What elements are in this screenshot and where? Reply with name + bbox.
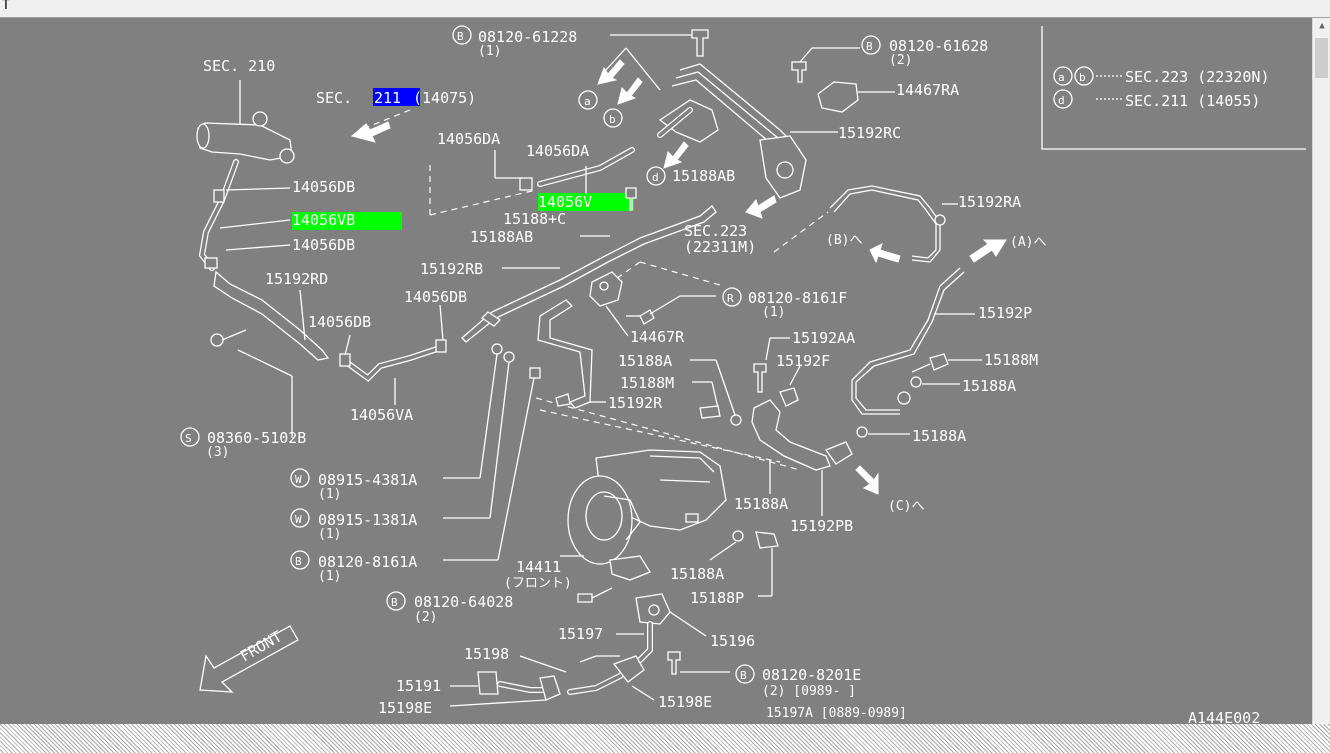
label-14056DB-a: 14056DB xyxy=(292,178,355,196)
marker-b: b xyxy=(609,113,616,126)
label-14467RA: 14467RA xyxy=(896,81,959,99)
label-14056DB-d: 14056DB xyxy=(404,288,467,306)
label-15192F: 15192F xyxy=(776,352,830,370)
label-15188AB-b: 15188AB xyxy=(672,167,735,185)
marker-B-2: B xyxy=(866,40,873,53)
marker-A-to: (A)へ xyxy=(1010,235,1046,250)
marker-d: d xyxy=(652,171,659,184)
label-sec211-highlight[interactable]: 211 xyxy=(374,89,401,107)
qty-08120-8161A: (1) xyxy=(318,569,341,584)
marker-W-2: W xyxy=(295,513,302,526)
label-15192RB: 15192RB xyxy=(420,260,483,278)
label-14056DA-a: 14056DA xyxy=(437,130,500,148)
label-08120-61228: 08120-61228 xyxy=(478,28,577,46)
label-08915-4381A: 08915-4381A xyxy=(318,471,417,489)
label-15192PB: 15192PB xyxy=(790,517,853,535)
label-08120-64028: 08120-64028 xyxy=(414,593,513,611)
marker-W-1: W xyxy=(295,473,302,486)
label-14056DB-c: 14056DB xyxy=(308,313,371,331)
marker-B-4: B xyxy=(391,596,398,609)
label-14056VB[interactable]: 14056VB xyxy=(292,211,355,229)
label-15197A: 15197A [0889-0989] xyxy=(766,706,907,721)
marker-B-5: B xyxy=(740,669,747,682)
label-15197: 15197 xyxy=(558,625,603,643)
label-15192AA: 15192AA xyxy=(792,329,855,347)
label-sec223-code: (22311M) xyxy=(684,238,756,256)
legend-box: a b SEC.223 (22320N) d SEC.211 (14055) xyxy=(1041,26,1306,150)
label-15188A-b: 15188A xyxy=(912,427,966,445)
parts-diagram-canvas: a b SEC.223 (22320N) d SEC.211 (14055) SE… xyxy=(0,18,1312,724)
front-arrow-icon xyxy=(199,625,299,693)
label-sec210: SEC. 210 xyxy=(203,57,275,75)
label-08120-61628: 08120-61628 xyxy=(889,37,988,55)
label-15188A-c: 15188A xyxy=(618,352,672,370)
highlight-14056VB[interactable] xyxy=(292,212,402,230)
label-15188M-a: 15188M xyxy=(984,351,1038,369)
label-15198: 15198 xyxy=(464,645,509,663)
label-14056VA: 14056VA xyxy=(350,406,413,424)
bottom-dither-strip xyxy=(0,724,1330,753)
label-08120-8161A: 08120-8161A xyxy=(318,553,417,571)
scroll-thumb[interactable] xyxy=(1315,38,1328,78)
label-15192RA: 15192RA xyxy=(958,193,1021,211)
label-15188A-a: 15188A xyxy=(962,377,1016,395)
label-sec223: SEC.223 xyxy=(684,222,747,240)
marker-a: a xyxy=(584,95,591,108)
legend-entry-2: SEC.211 (14055) xyxy=(1125,92,1260,110)
highlight-14056V[interactable] xyxy=(538,193,634,211)
figure-code: A144E002 xyxy=(1188,709,1260,724)
qty-08120-61628: (2) xyxy=(889,53,912,68)
label-15188A-d: 15188A xyxy=(734,495,788,513)
marker-S: S xyxy=(185,432,192,445)
window-top-bar: T xyxy=(0,0,1330,18)
label-14056DA-b: 14056DA xyxy=(526,142,589,160)
marker-C-to: (C)へ xyxy=(888,499,924,514)
qty-08120-61228: (1) xyxy=(478,44,501,59)
label-08120-8161F: 08120-8161F xyxy=(748,289,847,307)
label-15198E-b: 15198E xyxy=(658,693,712,711)
label-15188AB-a: 15188AB xyxy=(470,228,533,246)
label-08915-1381A: 08915-1381A xyxy=(318,511,417,529)
label-15188P: 15188P xyxy=(690,589,744,607)
label-sec211-suffix: (14075) xyxy=(413,89,476,107)
label-14411-sub: (フロント) xyxy=(504,576,572,591)
vertical-scrollbar[interactable]: ▲ xyxy=(1312,18,1330,724)
label-08360-5102B: 08360-5102B xyxy=(207,429,306,447)
highlight-sec211[interactable] xyxy=(373,88,420,106)
label-15188C: 15188+C xyxy=(503,210,566,228)
label-15191: 15191 xyxy=(396,677,441,695)
qty-08360-5102B: (3) xyxy=(206,445,229,460)
qty-08915-1381A: (1) xyxy=(318,527,341,542)
label-14056DB-b: 14056DB xyxy=(292,236,355,254)
label-08120-8201E: 08120-8201E xyxy=(762,666,861,684)
label-sec211-prefix: SEC. xyxy=(316,89,352,107)
label-15188M-b: 15188M xyxy=(620,374,674,392)
svg-text:d: d xyxy=(1058,94,1065,107)
label-15192RD: 15192RD xyxy=(265,270,328,288)
qty-08915-4381A: (1) xyxy=(318,487,341,502)
legend-entry-1: SEC.223 (22320N) xyxy=(1125,68,1270,86)
qty-08120-8201E: (2) [0989- ] xyxy=(762,684,856,699)
label-15192P: 15192P xyxy=(978,304,1032,322)
label-14467R: 14467R xyxy=(630,328,685,346)
parts-diagram: a b SEC.223 (22320N) d SEC.211 (14055) SE… xyxy=(180,25,1306,724)
label-15188A-e: 15188A xyxy=(670,565,724,583)
marker-R: R xyxy=(727,292,734,305)
marker-B-3: B xyxy=(295,555,302,568)
marker-B-1: B xyxy=(457,30,464,43)
label-14411: 14411 xyxy=(516,558,561,576)
corner-glyph: T xyxy=(2,0,10,13)
svg-text:b: b xyxy=(1079,71,1086,84)
marker-B-from: (B)へ xyxy=(826,233,862,248)
qty-08120-64028: (2) xyxy=(414,610,437,625)
label-15196: 15196 xyxy=(710,632,755,650)
label-14056V[interactable]: 14056V xyxy=(538,193,592,211)
label-15192R: 15192R xyxy=(608,394,663,412)
qty-08120-8161F: (1) xyxy=(762,305,785,320)
turbocharger-illustration xyxy=(567,449,727,581)
label-15198E-a: 15198E xyxy=(378,699,432,717)
scroll-up-icon[interactable]: ▲ xyxy=(1319,21,1325,31)
svg-text:a: a xyxy=(1058,71,1065,84)
label-15192RC: 15192RC xyxy=(838,124,901,142)
